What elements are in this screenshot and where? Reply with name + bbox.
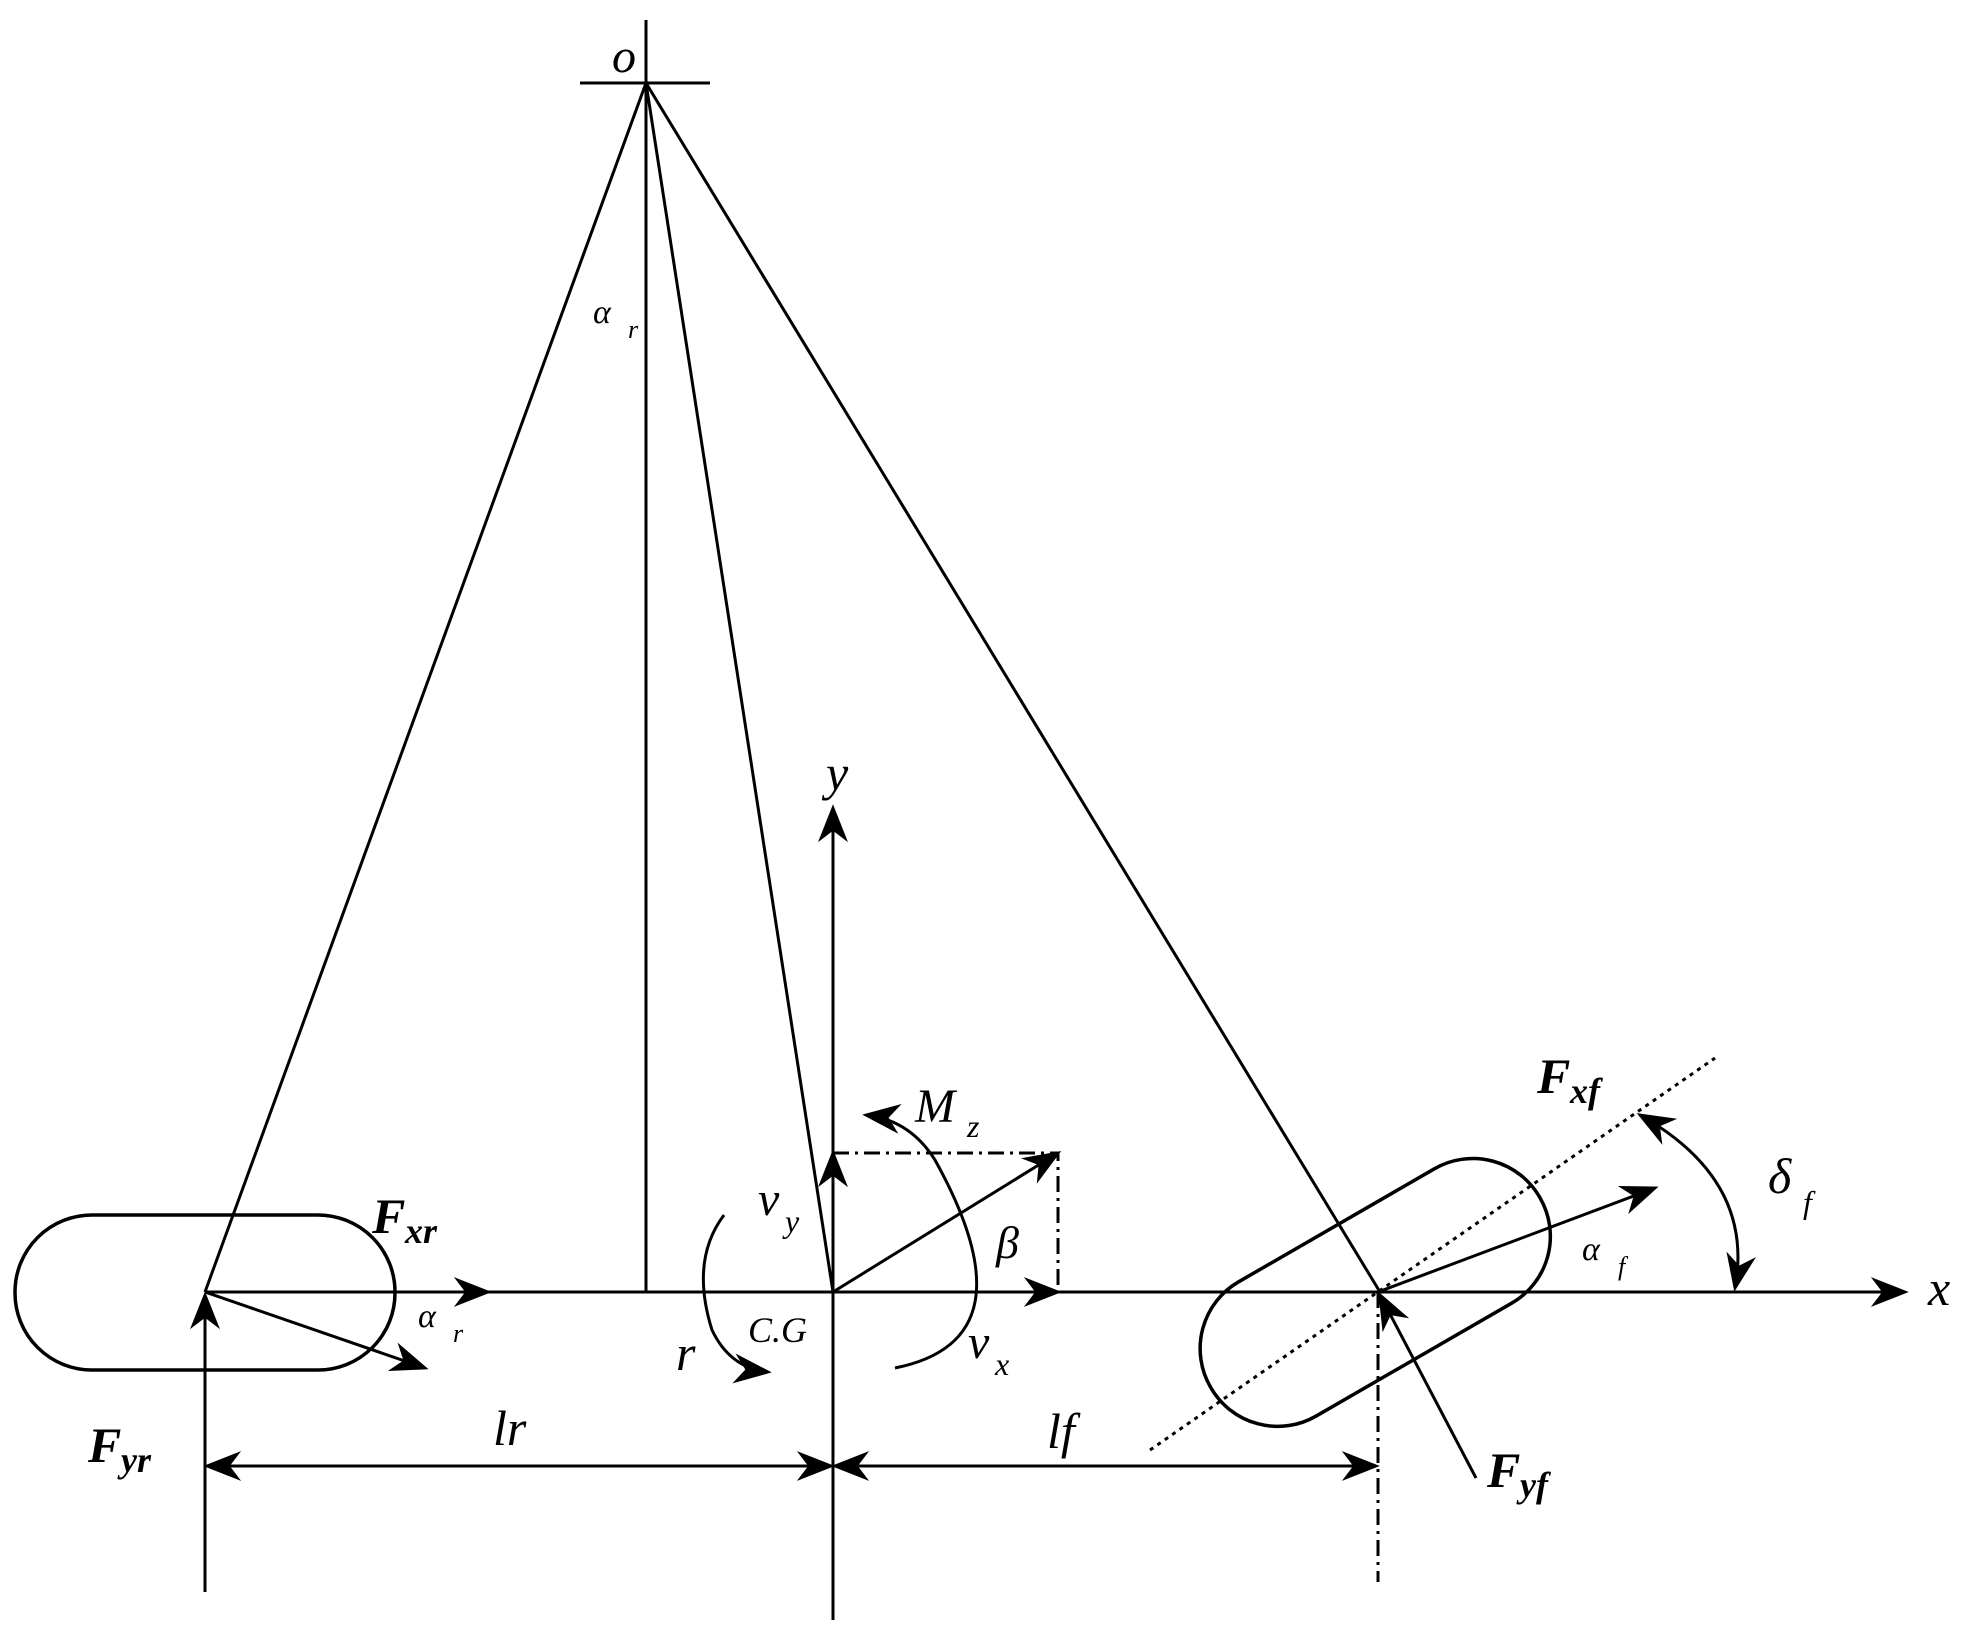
label-Fyr-sub: yr [117, 1440, 152, 1480]
line-origin-to-front-axle [644, 82, 1382, 1293]
label-vy: v [758, 1173, 780, 1226]
Mz-arc [862, 1103, 978, 1370]
r-arc [701, 1214, 772, 1384]
label-Mz-sub: z [966, 1108, 980, 1144]
label-delta-f: δ [1768, 1148, 1792, 1204]
label-alpha-r-top-sub: r [628, 315, 639, 344]
velocity-vector [832, 1151, 1062, 1294]
line-origin-to-cg [644, 82, 835, 1293]
label-alpha-r-bottom: α [418, 1298, 437, 1335]
label-lf: lf [1047, 1403, 1081, 1459]
label-cg: C.G [748, 1310, 807, 1350]
rear-velocity-arrow [204, 1290, 429, 1372]
label-alpha-r-top: α [593, 294, 612, 331]
label-r: r [676, 1325, 696, 1381]
label-origin: o [612, 30, 636, 83]
label-vy-sub: y [782, 1203, 800, 1239]
front-velocity-arrow [1377, 1185, 1659, 1294]
label-Fxr-sub: xr [404, 1211, 438, 1251]
label-x-axis: x [1927, 1260, 1950, 1316]
label-Mz: M [914, 1080, 958, 1133]
line-origin-to-rear-axle [203, 82, 648, 1293]
label-alpha-f: α [1582, 1231, 1601, 1268]
label-beta: β [995, 1217, 1019, 1268]
label-Fyr: F [87, 1417, 121, 1473]
label-y-axis: y [821, 745, 849, 801]
label-Fxf-sub: xf [1569, 1071, 1603, 1111]
label-vx-sub: x [994, 1346, 1009, 1382]
label-lr: lr [493, 1400, 527, 1456]
velocity-component-box [833, 1151, 1060, 1292]
label-alpha-f-sub: f [1618, 1252, 1629, 1281]
label-Fyf: F [1486, 1442, 1520, 1498]
label-Fxf: F [1536, 1048, 1570, 1104]
delta-f-arc [1636, 1113, 1756, 1292]
label-Fxr: F [371, 1188, 405, 1244]
front-wheel-plane-line [1149, 1056, 1716, 1452]
origin-cross [580, 20, 710, 85]
label-alpha-r-bottom-sub: r [453, 1319, 464, 1348]
Fyf-arrow [1378, 1291, 1478, 1479]
label-delta-f-sub: f [1803, 1184, 1816, 1220]
label-vx: v [968, 1316, 990, 1369]
label-Fyf-sub: yf [1516, 1465, 1551, 1505]
